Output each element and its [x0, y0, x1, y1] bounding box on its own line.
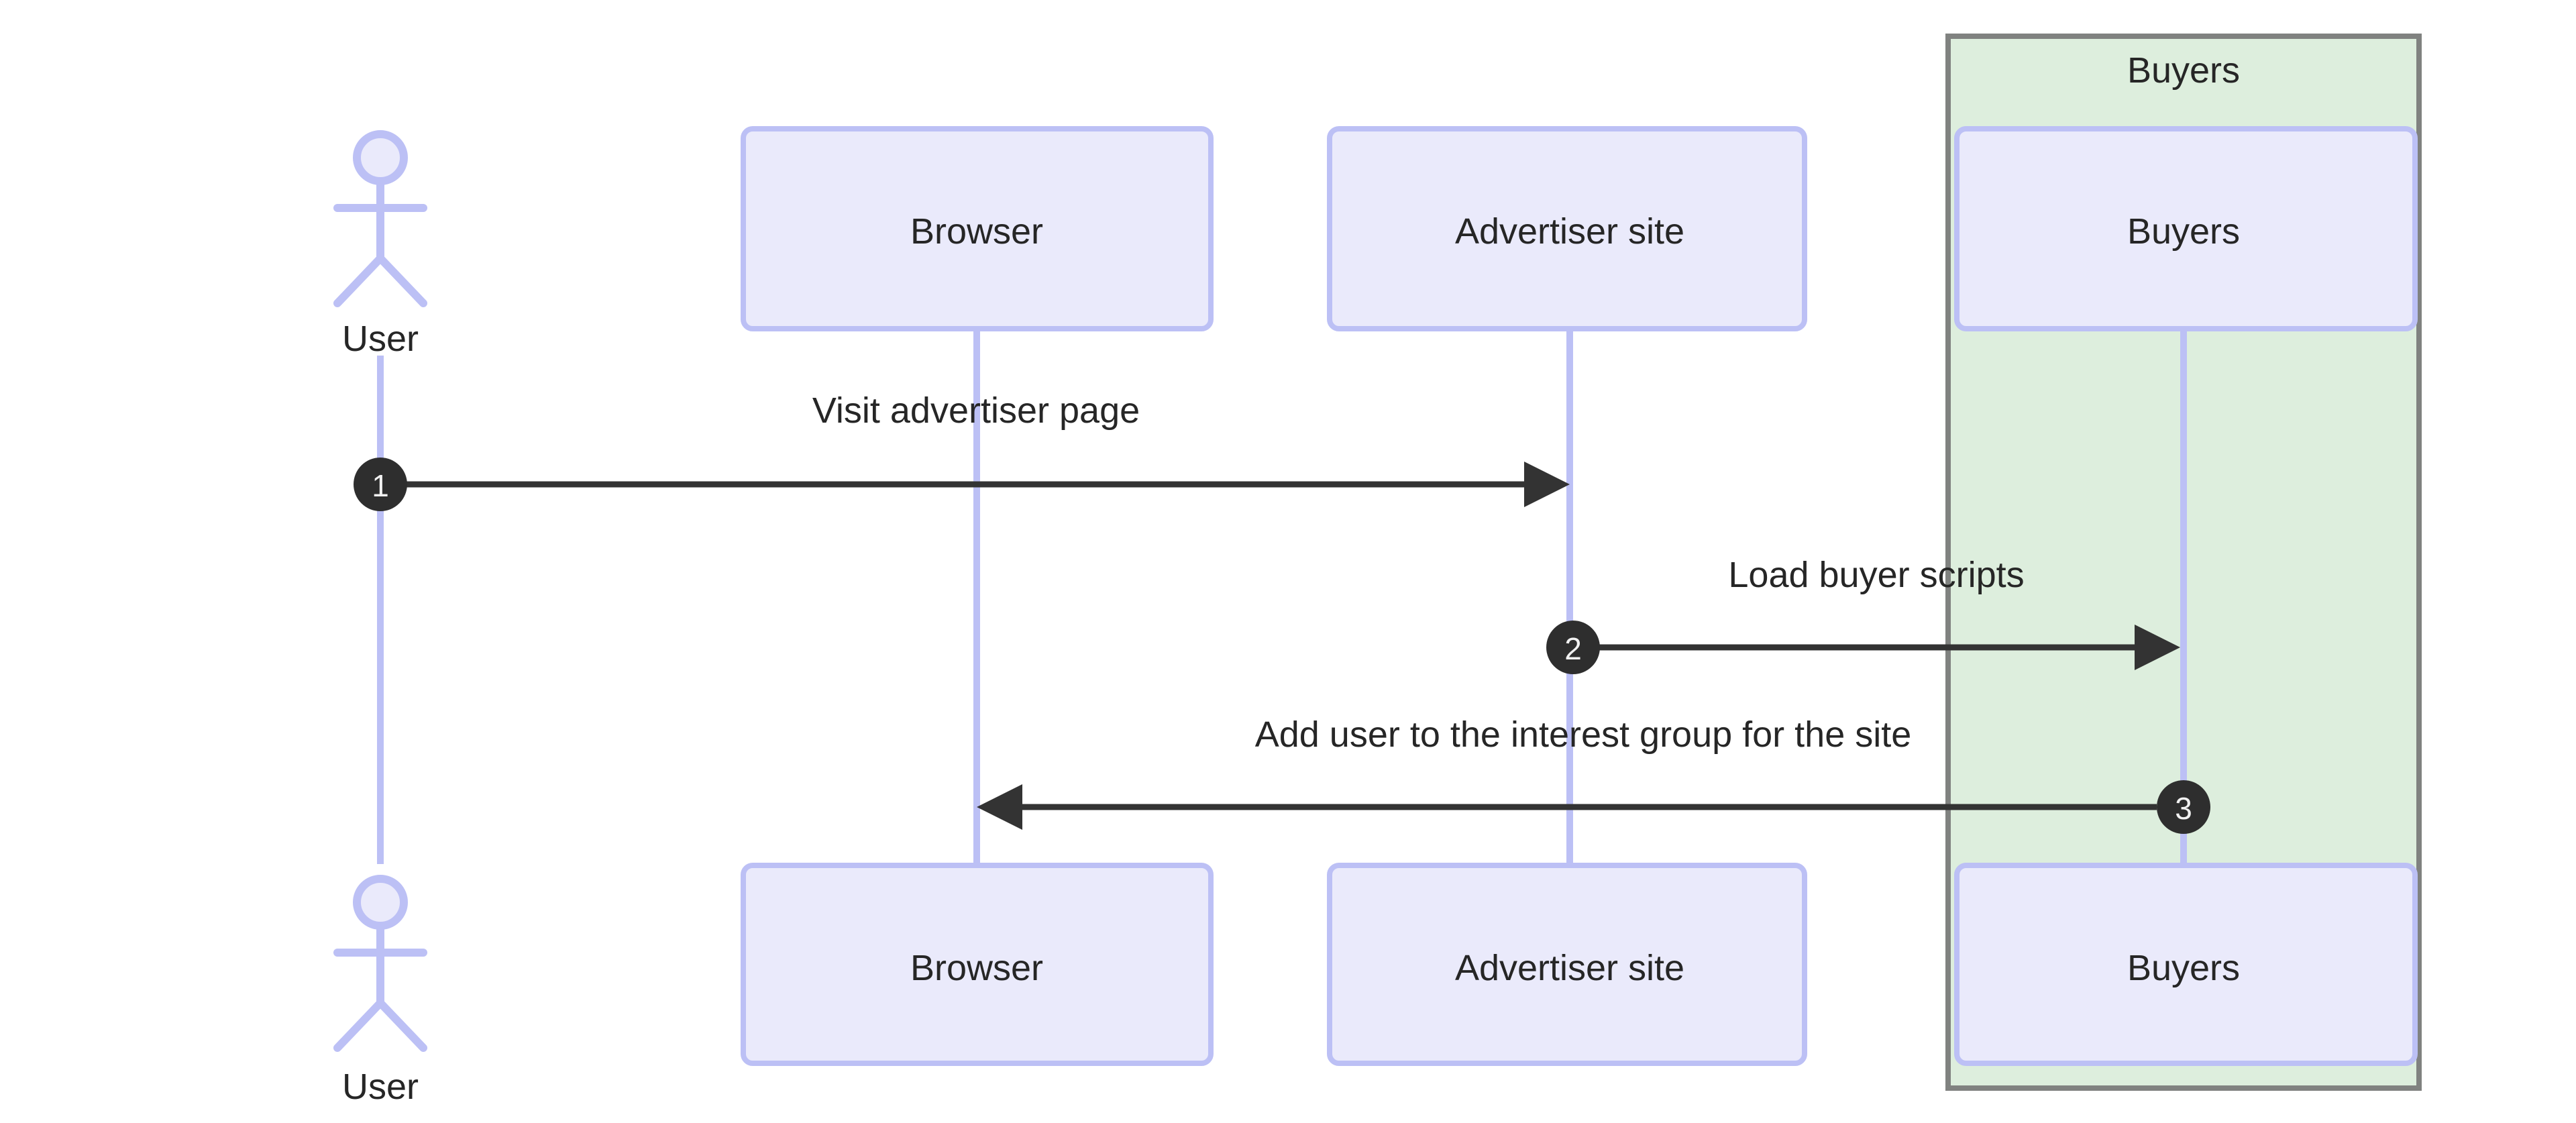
message-2-sequence-badge[interactable] — [1546, 621, 1600, 674]
message-1-sequence-number: 1 — [372, 468, 389, 503]
group-buyers-label: Buyers — [2127, 50, 2240, 91]
message-1[interactable]: Visit advertiser page 1 — [354, 390, 1570, 511]
participant-browser-bottom-box — [741, 863, 1214, 1066]
actor-user-bottom-label: User — [342, 1067, 419, 1107]
message-1-arrowhead-icon — [1524, 462, 1570, 507]
participant-browser-bottom-label: Browser — [910, 948, 1043, 988]
lifelines — [377, 329, 2187, 865]
message-2[interactable]: Load buyer scripts 2 — [1546, 555, 2180, 674]
participant-buyers-bottom-label: Buyers — [2127, 948, 2240, 988]
participant-buyers-top-box — [1954, 126, 2418, 331]
message-3-sequence-badge[interactable] — [2157, 780, 2210, 834]
participant-advertiser-site-top[interactable]: Advertiser site — [1327, 126, 1807, 331]
participant-browser-top[interactable]: Browser — [741, 126, 1214, 331]
message-3[interactable]: Add user to the interest group for the s… — [977, 714, 2210, 834]
message-1-label: Visit advertiser page — [812, 390, 1140, 431]
message-2-label: Load buyer scripts — [1728, 555, 2024, 595]
actor-user-top[interactable]: User — [333, 130, 427, 359]
participant-advertiser-site-top-label: Advertiser site — [1455, 211, 1684, 252]
actor-leg-left-icon — [333, 999, 384, 1052]
message-1-sequence-badge[interactable] — [354, 458, 407, 511]
participant-buyers-bottom[interactable]: Buyers — [1954, 863, 2418, 1066]
message-3-sequence-number: 3 — [2175, 791, 2192, 826]
actor-leg-left-icon — [333, 254, 384, 307]
actor-user-bottom[interactable]: User — [333, 875, 427, 1107]
actor-leg-right-icon — [376, 999, 427, 1052]
participant-advertiser-site-bottom-box — [1327, 863, 1807, 1066]
participant-buyers-top-label: Buyers — [2127, 211, 2240, 252]
message-2-arrowhead-icon — [2135, 625, 2180, 670]
participant-browser-top-label: Browser — [910, 211, 1043, 252]
actor-leg-right-icon — [376, 254, 427, 307]
message-2-sequence-number: 2 — [1564, 631, 1582, 666]
participant-browser-bottom[interactable]: Browser — [741, 863, 1214, 1066]
participant-browser-top-box — [741, 126, 1214, 331]
message-3-label: Add user to the interest group for the s… — [1255, 714, 1912, 755]
participant-buyers-bottom-box — [1954, 863, 2418, 1066]
participant-buyers-top[interactable]: Buyers — [1954, 126, 2418, 331]
message-3-arrowhead-icon — [977, 784, 1022, 830]
participant-advertiser-site-top-box — [1327, 126, 1807, 331]
actor-head-icon — [353, 875, 408, 930]
participant-advertiser-site-bottom[interactable]: Advertiser site — [1327, 863, 1807, 1066]
actor-head-icon — [353, 130, 408, 185]
participant-advertiser-site-bottom-label: Advertiser site — [1455, 948, 1684, 988]
actor-user-top-label: User — [342, 319, 419, 359]
